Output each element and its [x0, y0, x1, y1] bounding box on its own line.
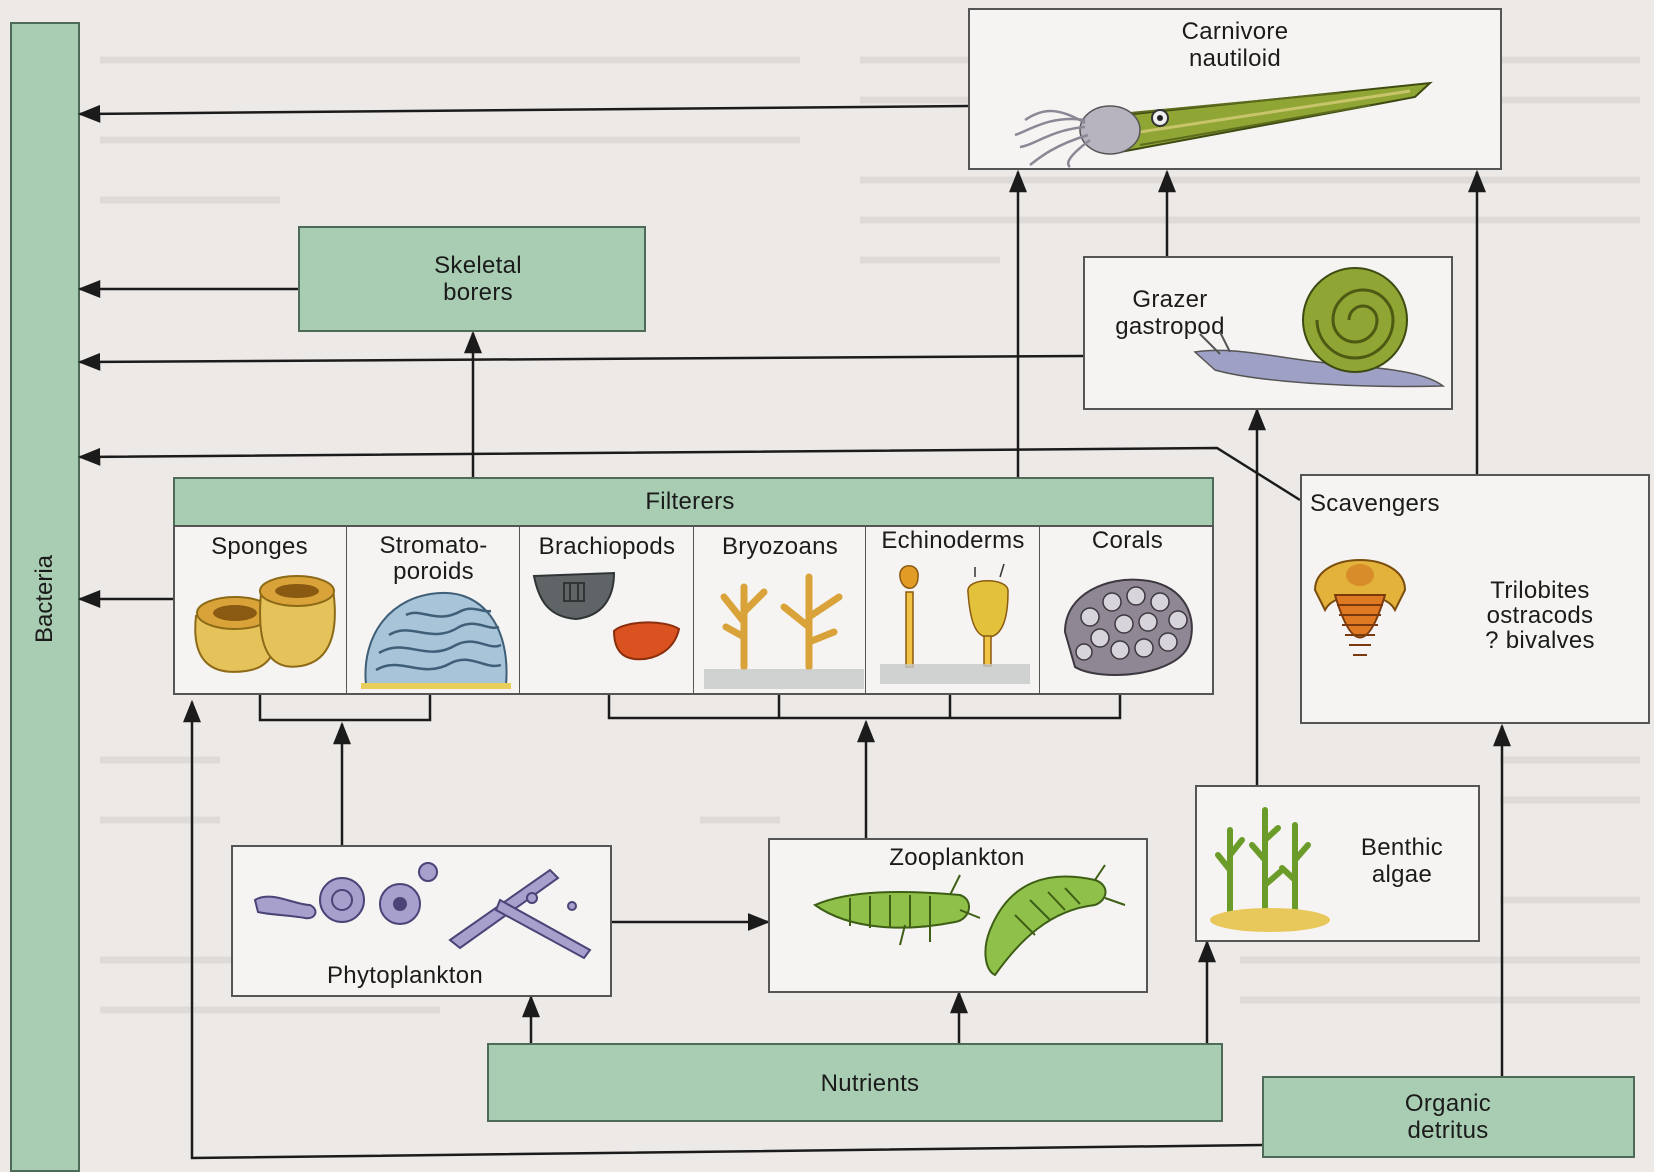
filterer-brachiopods: Brachiopods: [519, 527, 693, 693]
filterer-bryozoans: Bryozoans: [693, 527, 865, 693]
trilobite-illustration: [1305, 540, 1415, 680]
bryozoans-illustration: [704, 567, 864, 693]
nutrients-label: Nutrients: [770, 1070, 970, 1097]
filterer-corals: Corals: [1039, 527, 1214, 693]
sponges-illustration: [191, 571, 341, 681]
benthic-algae-illustration: [1210, 800, 1340, 935]
benthic-algae-label: Benthic algae: [1332, 834, 1472, 888]
filterer-stromatoporoids: Stromato- poroids: [346, 527, 519, 693]
stromatoporoids-illustration: [361, 585, 511, 690]
filterer-echinoderms: Echinoderms: [865, 527, 1039, 693]
brachiopods-illustration: [534, 571, 684, 686]
zooplankton-illustration: [810, 860, 1130, 990]
corals-illustration: [1060, 572, 1200, 682]
carnivore-nautiloid-label: Carnivore nautiloid: [1150, 18, 1320, 72]
filterer-label: Bryozoans: [694, 533, 866, 560]
scavengers-label: Scavengers: [1310, 490, 1440, 517]
organic-detritus-label: Organic detritus: [1378, 1090, 1518, 1144]
echinoderms-illustration: [880, 562, 1030, 692]
phytoplankton-illustration: [250, 860, 600, 960]
scavenger-members-label: Trilobites ostracods ? bivalves: [1460, 578, 1620, 653]
filterer-label: Corals: [1040, 527, 1215, 554]
nautiloid-illustration: [1010, 75, 1430, 165]
filterer-sponges: Sponges: [173, 527, 346, 693]
filterer-label: Echinoderms: [866, 527, 1040, 554]
phytoplankton-label: Phytoplankton: [305, 962, 505, 989]
filterer-label: Stromato- poroids: [347, 533, 520, 585]
skeletal-borers-label: Skeletal borers: [398, 252, 558, 306]
filterer-label: Sponges: [173, 533, 346, 560]
filterers-title: Filterers: [590, 488, 790, 515]
filterer-label: Brachiopods: [520, 533, 694, 560]
gastropod-illustration: [1195, 262, 1445, 392]
